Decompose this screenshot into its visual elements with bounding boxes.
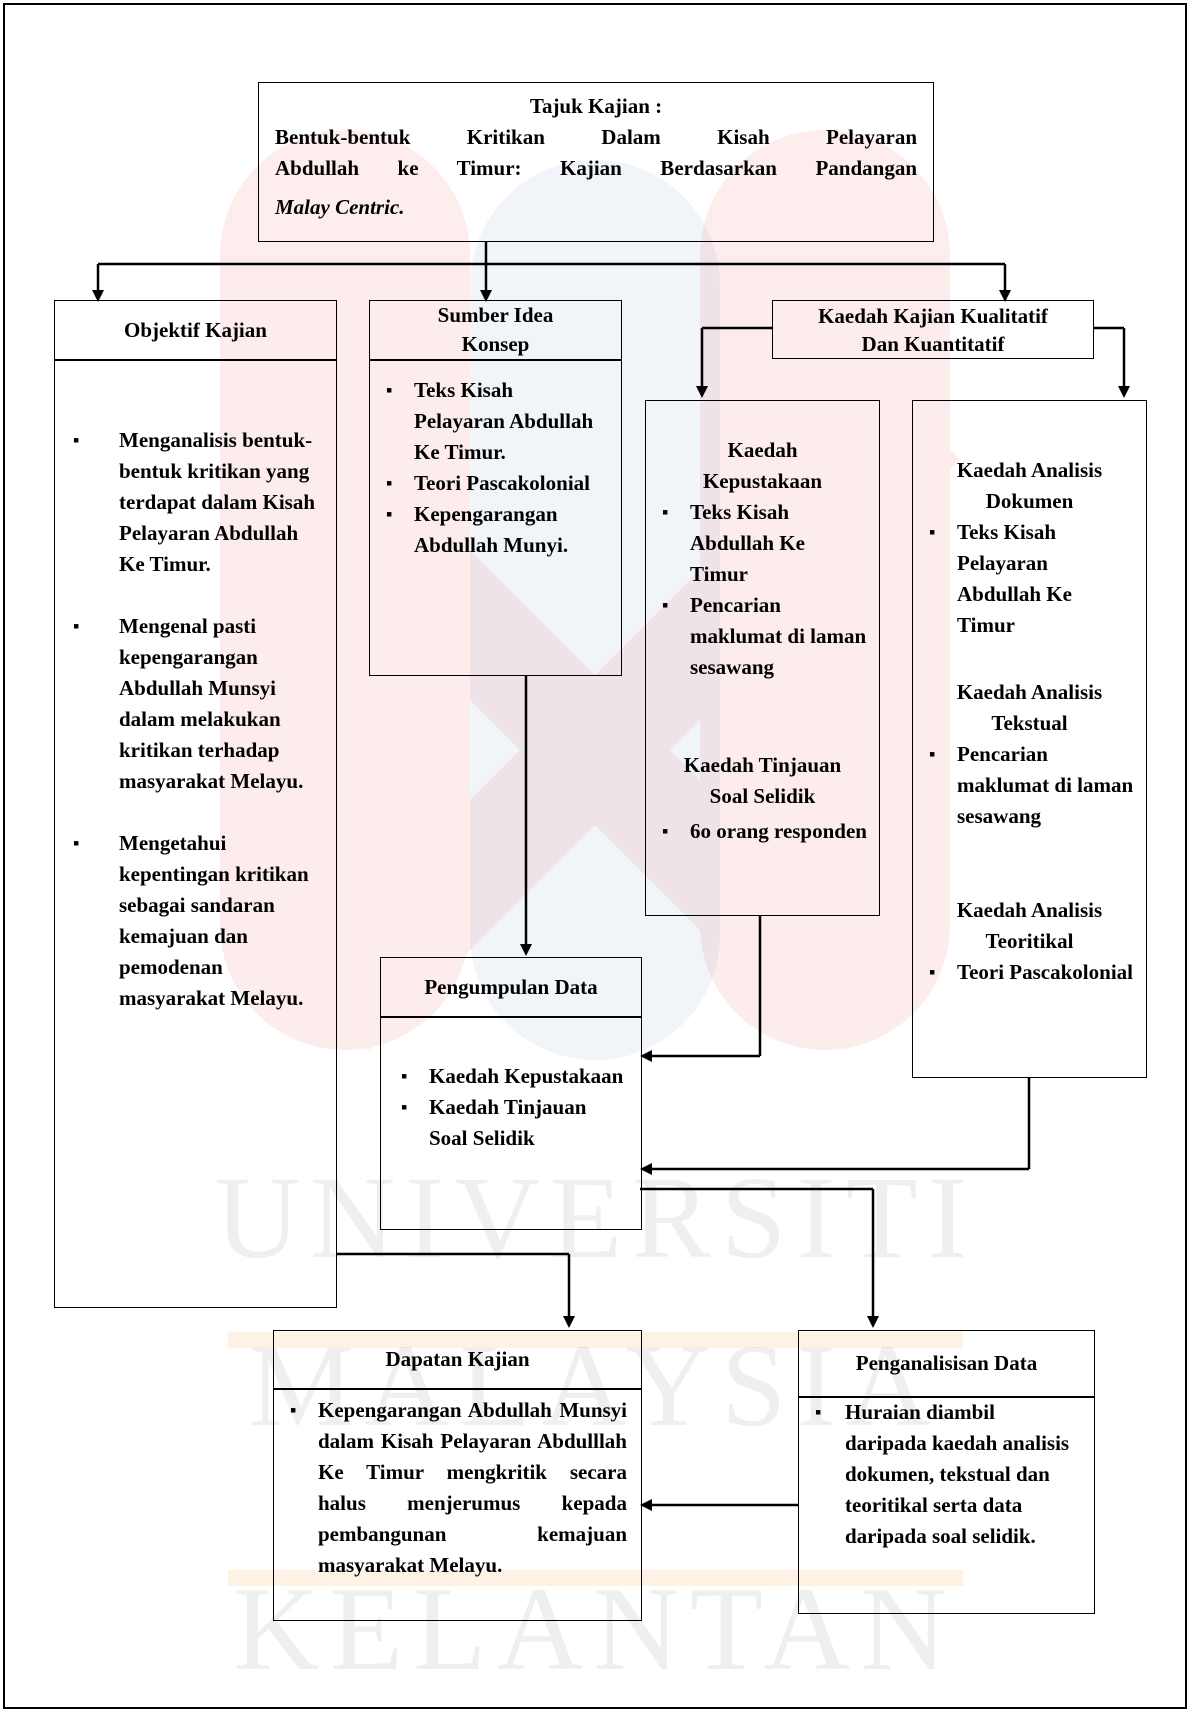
list-item: Teks Kisah Abdullah Ke Timur <box>660 497 867 590</box>
sumber-idea-header-line-2: Konsep <box>461 332 530 356</box>
kaedah-kajian-header: Kaedah Kajian Kualitatif Dan Kuantitatif <box>773 301 1093 358</box>
kepustakaan-list: Teks Kisah Abdullah Ke Timur Pencarian m… <box>660 497 867 683</box>
tinjauan-title-line-1: Kaedah Tinjauan <box>683 753 842 777</box>
objektif-kajian-header: Objektif Kajian <box>55 301 336 361</box>
page-border <box>3 3 1187 1709</box>
list-item: Mengetahui kepentingan kritikan sebagai … <box>71 828 324 1014</box>
list-item: Menganalisis bentuk-bentuk kritikan yang… <box>71 425 324 580</box>
kepustakaan-title: Kaedah Kepustakaan <box>646 435 879 497</box>
list-item: Kaedah Tinjauan Soal Selidik <box>399 1092 629 1154</box>
pengumpulan-data-list: Kaedah Kepustakaan Kaedah Tinjauan Soal … <box>399 1061 629 1154</box>
analisis-tekstual-list: Pencarian maklumat di laman sesawang <box>927 739 1134 832</box>
analisis-dokumen-list: Teks Kisah Pelayaran Abdullah Ke Timur <box>927 517 1134 641</box>
sumber-idea-header: Sumber Idea Konsep <box>370 301 621 361</box>
tinjauan-list: 6o orang responden <box>660 816 867 847</box>
tinjauan-title-line-2: Soal Selidik <box>709 784 816 808</box>
analisis-teoritikal-title-line-2: Teoritikal <box>985 929 1074 953</box>
list-item: Pencarian maklumat di laman sesawang <box>927 739 1134 832</box>
dapatan-kajian-box: Dapatan Kajian Kepengarangan Abdullah Mu… <box>273 1330 642 1621</box>
kaedah-kajian-box: Kaedah Kajian Kualitatif Dan Kuantitatif <box>772 300 1094 359</box>
kepustakaan-title-line-1: Kaedah <box>727 438 798 462</box>
analisis-tekstual-title-line-1: Kaedah Analisis <box>956 680 1103 704</box>
kaedah-kajian-header-line-1: Kaedah Kajian Kualitatif <box>818 303 1048 328</box>
list-item: Kaedah Kepustakaan <box>399 1061 629 1092</box>
analisis-dokumen-title: Kaedah Analisis Dokumen <box>913 455 1146 517</box>
title-line-1: Bentuk-bentuk Kritikan Dalam Kisah Pelay… <box>275 125 917 149</box>
list-item: Kepengarangan Abdullah Munyi. <box>384 499 609 561</box>
list-item: Huraian diambil daripada kaedah analisis… <box>813 1397 1076 1552</box>
analisis-teoritikal-title: Kaedah Analisis Teoritikal <box>913 895 1146 957</box>
penganalisisan-data-box: Penganalisisan Data Huraian diambil dari… <box>798 1330 1095 1614</box>
analisis-dokumen-title-line-2: Dokumen <box>985 489 1074 513</box>
title-line-3: Malay Centric. <box>275 195 405 219</box>
list-item: Mengenal pasti kepengarangan Abdullah Mu… <box>71 611 324 797</box>
objektif-kajian-box: Objektif Kajian Menganalisis bentuk-bent… <box>54 300 337 1308</box>
title-heading: Tajuk Kajian : <box>529 94 663 118</box>
dapatan-kajian-header: Dapatan Kajian <box>274 1331 641 1390</box>
list-item: Teori Pascakolonial <box>927 957 1134 988</box>
sumber-idea-box: Sumber Idea Konsep Teks Kisah Pelayaran … <box>369 300 622 676</box>
list-item: Teks Kisah Pelayaran Abdullah Ke Timur. <box>384 375 609 468</box>
tinjauan-title: Kaedah Tinjauan Soal Selidik <box>646 750 879 812</box>
kepustakaan-title-line-2: Kepustakaan <box>702 469 823 493</box>
analisis-teoritikal-list: Teori Pascakolonial <box>927 957 1134 988</box>
pengumpulan-data-header: Pengumpulan Data <box>381 958 641 1018</box>
analisis-teoritikal-title-line-1: Kaedah Analisis <box>956 898 1103 922</box>
title-line-2: Abdullah ke Timur: Kajian Berdasarkan Pa… <box>275 156 917 180</box>
list-item: Kepengarangan Abdullah Munsyi dalam Kisa… <box>288 1395 627 1581</box>
sumber-idea-list: Teks Kisah Pelayaran Abdullah Ke Timur. … <box>384 375 609 561</box>
list-item: Teks Kisah Pelayaran Abdullah Ke Timur <box>927 517 1134 641</box>
pengumpulan-data-box: Pengumpulan Data Kaedah Kepustakaan Kaed… <box>380 957 642 1230</box>
list-item: Pencarian maklumat di laman sesawang <box>660 590 867 683</box>
kaedah-analisis-box: Kaedah Analisis Dokumen Teks Kisah Pelay… <box>912 400 1147 1078</box>
analisis-tekstual-title: Kaedah Analisis Tekstual <box>913 677 1146 739</box>
penganalisisan-data-list: Huraian diambil daripada kaedah analisis… <box>813 1397 1076 1552</box>
kaedah-kepustakaan-box: Kaedah Kepustakaan Teks Kisah Abdullah K… <box>645 400 880 916</box>
list-item: 6o orang responden <box>660 816 867 847</box>
objektif-kajian-list: Menganalisis bentuk-bentuk kritikan yang… <box>71 425 324 1014</box>
title-box: Tajuk Kajian : Bentuk-bentuk Kritikan Da… <box>258 82 934 242</box>
dapatan-kajian-list: Kepengarangan Abdullah Munsyi dalam Kisa… <box>288 1395 627 1581</box>
analisis-tekstual-title-line-2: Tekstual <box>991 711 1068 735</box>
list-item: Teori Pascakolonial <box>384 468 609 499</box>
sumber-idea-header-line-1: Sumber Idea <box>437 303 554 327</box>
kaedah-kajian-header-line-2: Dan Kuantitatif <box>861 331 1005 356</box>
analisis-dokumen-title-line-1: Kaedah Analisis <box>956 458 1103 482</box>
penganalisisan-data-header: Penganalisisan Data <box>799 1331 1094 1398</box>
